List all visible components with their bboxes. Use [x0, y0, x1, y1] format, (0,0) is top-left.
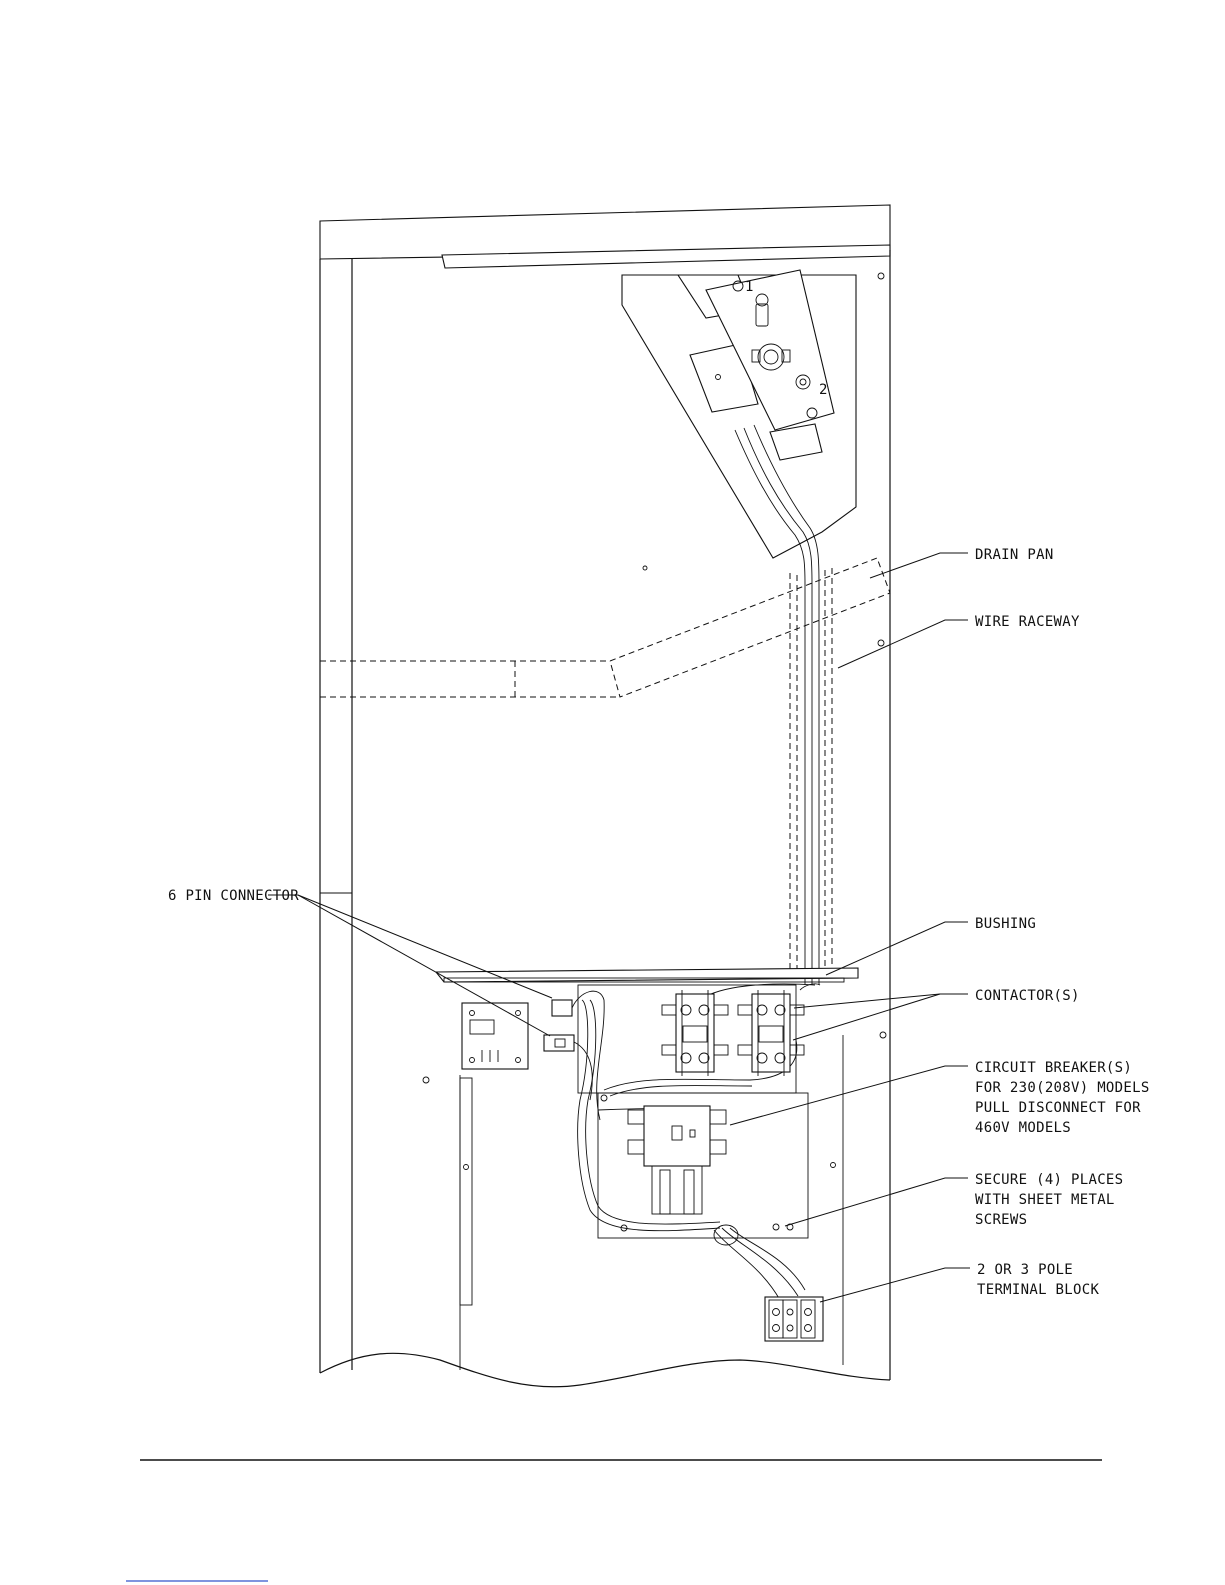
callout-labels: 6 PIN CONNECTOR DRAIN PAN WIRE RACEWAY B… [168, 547, 1150, 1298]
terminal-block [765, 1297, 823, 1341]
contactors-label: CONTACTOR(S) [975, 988, 1080, 1004]
six-pin-connector-lower [544, 1035, 574, 1051]
bushing-label: BUSHING [975, 916, 1036, 932]
electrical-box [436, 968, 858, 1300]
wire-raceway [790, 568, 832, 985]
circuit-breaker-label-line2: FOR 230(208V) MODELS [975, 1080, 1150, 1096]
terminal-block-label-line2: TERMINAL BLOCK [977, 1282, 1099, 1298]
six-pin-connector-upper [552, 1000, 572, 1016]
drain-pan [320, 558, 890, 697]
secure-label-line2: WITH SHEET METAL [975, 1192, 1115, 1208]
contactor-left [662, 990, 728, 1076]
circuit-breaker-label-line1: CIRCUIT BREAKER(S) [975, 1060, 1132, 1076]
secure-label-line3: SCREWS [975, 1212, 1027, 1228]
limit-2-label: 2 [819, 382, 828, 398]
break-line [320, 1353, 890, 1387]
leader-lines [268, 553, 970, 1302]
six-pin-connector-label: 6 PIN CONNECTOR [168, 888, 299, 904]
control-board [462, 1003, 528, 1069]
wire-raceway-label: WIRE RACEWAY [975, 614, 1080, 630]
circuit-breaker-label-line4: 460V MODELS [975, 1120, 1071, 1136]
terminal-block-label-line1: 2 OR 3 POLE [977, 1262, 1073, 1278]
contactor-right [738, 990, 804, 1076]
limit-control-panel: 1 2 [622, 270, 856, 585]
secure-label-line1: SECURE (4) PLACES [975, 1172, 1123, 1188]
drain-pan-label: DRAIN PAN [975, 547, 1054, 563]
circuit-breaker [628, 1106, 726, 1214]
circuit-breaker-label-line3: PULL DISCONNECT FOR [975, 1100, 1141, 1116]
limit-1-label: 1 [745, 279, 754, 295]
